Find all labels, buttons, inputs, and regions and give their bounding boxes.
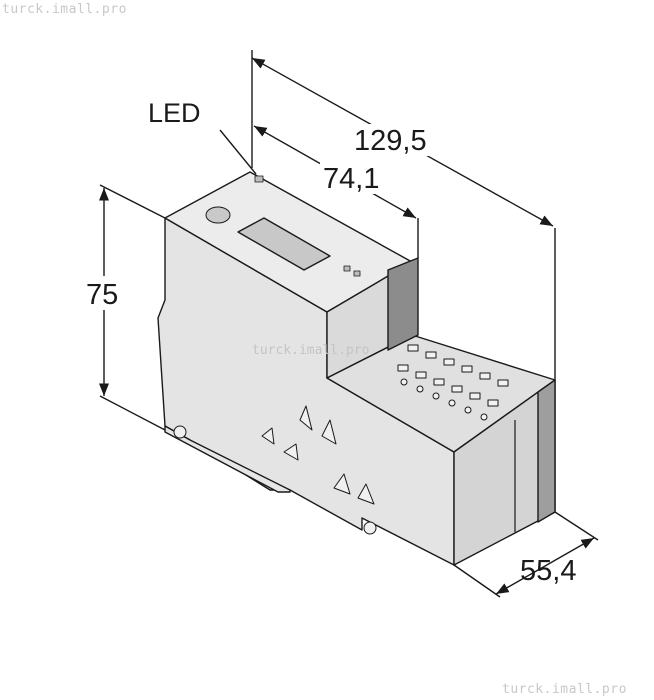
led-small-2 [343,265,351,272]
dimension-lines [98,50,599,598]
terminal-end-plate [537,379,556,523]
dim-text-module-length: 74,1 [323,163,379,195]
led-small-1 [254,175,264,183]
watermark-top: turck.imall.pro [2,2,127,17]
device-body [157,171,556,566]
led-label: LED [148,98,201,128]
led-indicator [205,206,231,224]
din-rail-foot [164,425,291,493]
watermark-bottom: turck.imall.pro [502,682,627,697]
watermark-middle: turck.imall.pro [252,343,369,358]
led-small-3 [353,270,361,277]
side-latch-marks [261,405,375,505]
dim-text-depth: 55,4 [520,555,576,587]
terminal-screws [397,344,509,421]
dim-text-height: 75 [86,279,118,311]
dim-text-overall-length: 129,5 [354,125,427,157]
foot-hole-right [363,521,377,535]
foot-hole-left [173,425,187,439]
led-leader-line [219,129,257,175]
dim-line-depth [495,537,595,595]
terminal-connector-strip [387,257,419,351]
